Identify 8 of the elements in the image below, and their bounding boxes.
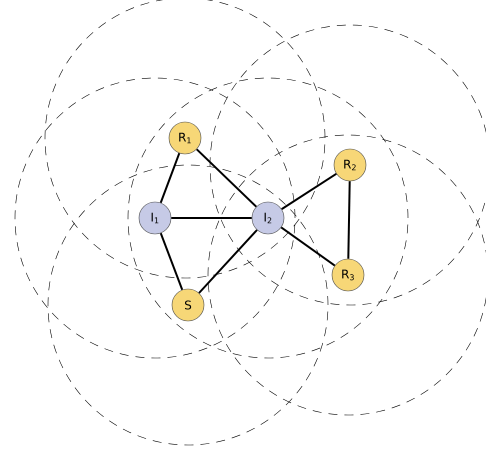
link-line — [198, 229, 258, 294]
link-line — [160, 232, 184, 290]
link-line — [280, 226, 336, 266]
link-line — [196, 148, 257, 208]
link-line — [160, 152, 180, 204]
link-line — [171, 217, 252, 219]
link-line — [281, 173, 337, 210]
link-line — [347, 181, 351, 259]
